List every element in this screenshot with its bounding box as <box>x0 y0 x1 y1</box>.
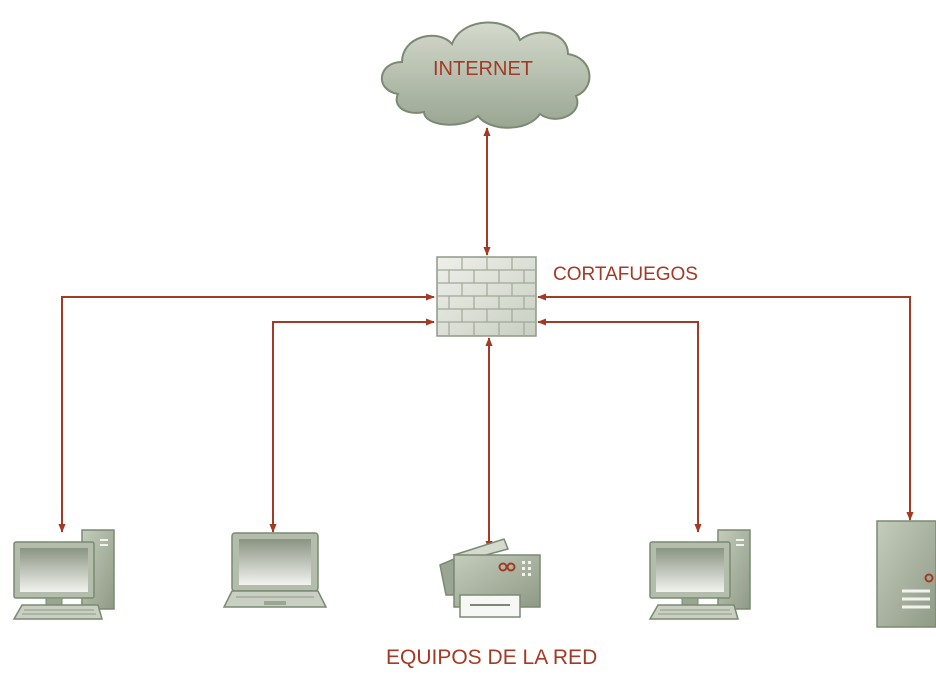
brick-wall-firewall-icon <box>436 256 537 337</box>
internet-cloud <box>380 21 591 129</box>
connector-firewall-desktop-1 <box>58 293 435 533</box>
cloud-icon <box>380 21 591 129</box>
desktop-computer-icon <box>648 529 751 620</box>
firewall-label: CORTAFUEGOS <box>553 264 698 285</box>
internet-label: INTERNET <box>433 58 533 80</box>
laptop-icon <box>222 532 328 608</box>
server-icon <box>876 520 936 628</box>
connector-firewall-server <box>537 293 914 521</box>
network-devices-label: EQUIPOS DE LA RED <box>386 646 598 669</box>
desktop-computer-icon <box>12 529 115 620</box>
connector-firewall-desktop-2 <box>537 318 702 533</box>
connectors <box>58 127 914 550</box>
connector-firewall-laptop <box>269 318 435 533</box>
printer-icon <box>439 538 541 618</box>
